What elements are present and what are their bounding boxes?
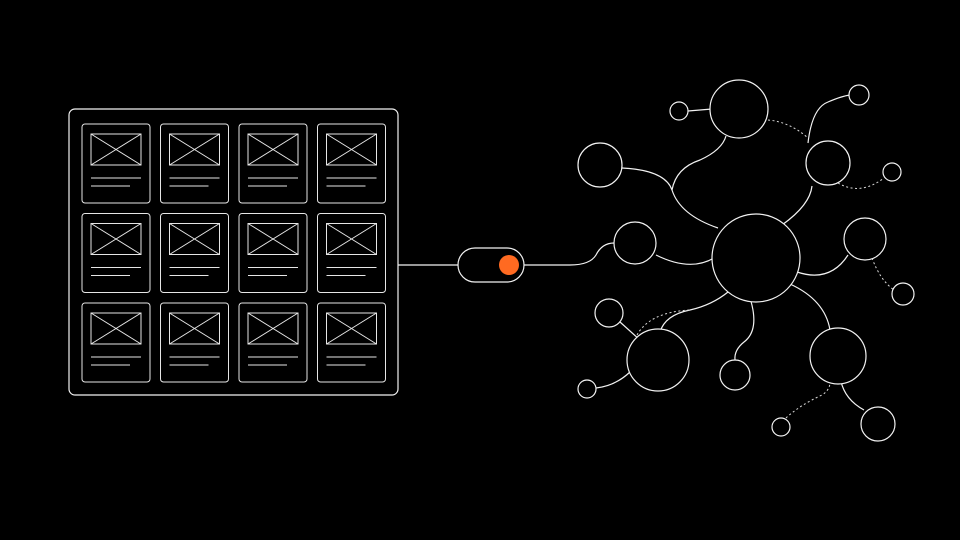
image-placeholder: [90, 312, 142, 345]
graph-edges: [524, 94, 895, 419]
card: [81, 123, 151, 204]
image-placeholder: [90, 133, 142, 166]
image-placeholder-cross: [326, 223, 377, 255]
toggle-knob: [499, 255, 519, 275]
edge-bottomleft-dashed: [636, 309, 691, 336]
image-placeholder: [247, 133, 299, 166]
node-right-top-tiny: [848, 84, 870, 106]
image-placeholder-cross: [247, 312, 299, 345]
image-placeholder-cross: [169, 223, 220, 255]
image-placeholder-cross: [169, 133, 220, 166]
image-placeholder-cross: [90, 133, 142, 166]
image-placeholder: [326, 312, 377, 345]
card-frame: [317, 213, 386, 293]
image-placeholder-cross: [326, 312, 377, 345]
image-placeholder-cross: [247, 223, 299, 255]
card-frame: [238, 213, 308, 293]
edge-rightmid-to-tiny-dashed: [871, 257, 895, 291]
node-bottom-right: [809, 327, 867, 385]
node-left: [613, 221, 657, 265]
edge-hub-to-bottomleft: [659, 291, 729, 333]
image-placeholder: [169, 223, 220, 255]
card-frame: [317, 123, 386, 204]
card-frame: [81, 302, 151, 383]
image-placeholder: [326, 133, 377, 166]
node-bottom-right-tiny: [771, 417, 791, 437]
node-top: [709, 79, 769, 139]
node-right-mid: [843, 217, 887, 261]
node-right-mid-tiny: [891, 282, 915, 306]
card-frame: [81, 213, 151, 293]
edge-to-topmid: [671, 135, 727, 191]
edge-left-to-hub: [655, 254, 715, 265]
toggle-switch[interactable]: [457, 247, 525, 283]
edge-hub-to-bottomright: [789, 283, 831, 331]
image-placeholder-cross: [169, 312, 220, 345]
image-placeholder-cross: [90, 223, 142, 255]
edge-right-to-far-dashed: [837, 177, 885, 189]
image-placeholder: [90, 223, 142, 255]
card-frame: [160, 213, 229, 293]
node-bottom-right-small: [860, 406, 896, 442]
card: [317, 213, 386, 293]
card: [317, 302, 386, 383]
image-placeholder-cross: [247, 133, 299, 166]
node-bottom-mid: [719, 359, 751, 391]
edge-right-to-tiny: [807, 94, 851, 144]
edge-topmid-to-right-dashed: [767, 119, 809, 139]
card-frame: [317, 302, 386, 383]
image-placeholder: [169, 133, 220, 166]
node-right: [805, 140, 851, 186]
card: [160, 213, 229, 293]
image-placeholder: [169, 312, 220, 345]
node-bottom-left-tiny: [577, 379, 597, 399]
image-placeholder: [247, 312, 299, 345]
edge-bottomright-dashed: [785, 381, 831, 419]
card: [238, 123, 308, 204]
graph-nodes: [577, 79, 915, 442]
image-placeholder: [326, 223, 377, 255]
edge-hub-to-rightmid: [796, 254, 849, 276]
edge-toggle-to-node: [524, 242, 615, 266]
edge-small-to-topmid: [687, 108, 713, 112]
image-placeholder: [247, 223, 299, 255]
card-frame: [160, 302, 229, 383]
card: [81, 213, 151, 293]
card: [238, 302, 308, 383]
node-bottom-left-small: [594, 298, 624, 328]
edge-right-to-hub: [781, 185, 813, 226]
card-frame: [160, 123, 229, 204]
card-frame: [238, 123, 308, 204]
edge-topleft-to-hub: [621, 167, 719, 229]
card: [317, 123, 386, 204]
card-grid: [81, 123, 386, 383]
hub-node: [711, 213, 801, 303]
node-top-left: [577, 142, 623, 188]
card-frame: [81, 123, 151, 204]
card-frame: [238, 302, 308, 383]
image-placeholder-cross: [90, 312, 142, 345]
card: [238, 213, 308, 293]
node-top-small: [669, 101, 689, 121]
card: [160, 123, 229, 204]
node-right-far-tiny: [882, 162, 902, 182]
card: [160, 302, 229, 383]
card: [81, 302, 151, 383]
node-bottom-left: [626, 328, 690, 392]
image-placeholder-cross: [326, 133, 377, 166]
edge-hub-to-bottommid: [734, 297, 755, 361]
card-grid-panel: [68, 108, 399, 396]
edge-bottomleft-to-tiny: [595, 371, 631, 389]
